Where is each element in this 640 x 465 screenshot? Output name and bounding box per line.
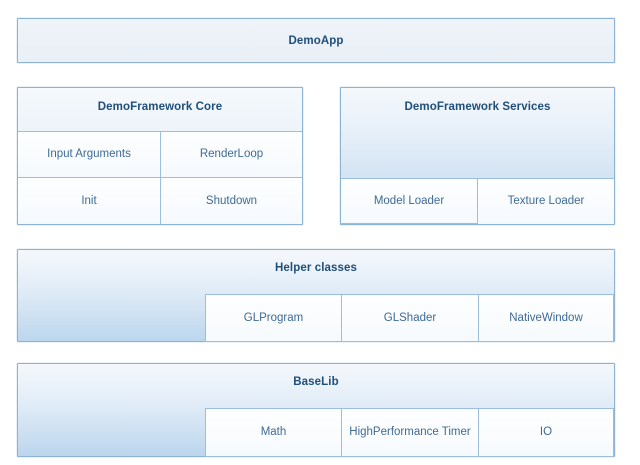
block-demoframework-services[interactable]: DemoFramework Services Model Loader Text…: [340, 87, 615, 225]
block-demoapp-title: DemoApp: [288, 34, 344, 47]
cell-glprogram[interactable]: GLProgram: [205, 294, 342, 342]
cell-glshader[interactable]: GLShader: [341, 294, 479, 342]
cell-io[interactable]: IO: [478, 408, 614, 457]
cell-highperformance-timer[interactable]: HighPerformance Timer: [341, 408, 479, 457]
block-demoframework-core-title: DemoFramework Core: [97, 101, 223, 113]
block-helper-classes[interactable]: Helper classes GLProgram GLShader Native…: [17, 249, 615, 342]
cell-renderloop[interactable]: RenderLoop: [161, 131, 302, 178]
block-helper-classes-title: Helper classes: [275, 262, 357, 274]
block-baselib[interactable]: BaseLib Math HighPerformance Timer IO: [17, 363, 615, 457]
cell-input-arguments[interactable]: Input Arguments: [18, 131, 161, 178]
block-baselib-title: BaseLib: [293, 376, 339, 388]
cell-shutdown[interactable]: Shutdown: [161, 178, 302, 224]
cell-math[interactable]: Math: [205, 408, 342, 457]
block-demoframework-services-title: DemoFramework Services: [404, 101, 551, 113]
cell-nativewindow[interactable]: NativeWindow: [478, 294, 614, 342]
cell-init[interactable]: Init: [18, 178, 161, 224]
block-demoframework-core[interactable]: DemoFramework Core Input Arguments Rende…: [17, 87, 303, 225]
cell-texture-loader[interactable]: Texture Loader: [478, 178, 614, 224]
block-demoapp[interactable]: DemoApp: [17, 18, 615, 63]
cell-model-loader[interactable]: Model Loader: [341, 178, 478, 224]
